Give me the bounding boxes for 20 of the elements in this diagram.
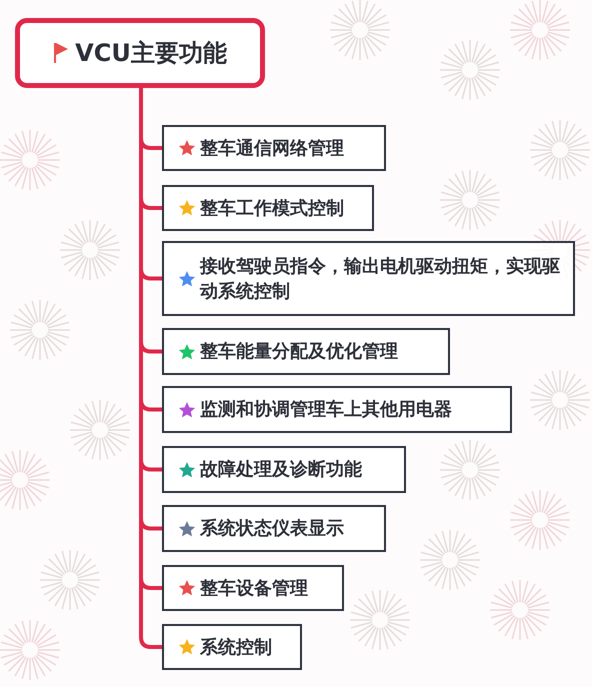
function-box (162, 386, 512, 433)
function-box (162, 185, 374, 231)
function-text: 整车设备管理 (200, 576, 308, 600)
function-box (162, 565, 344, 611)
function-text: 监测和协调管理车上其他用电器 (200, 398, 452, 422)
function-box (162, 446, 406, 493)
function-box (162, 505, 386, 552)
function-text: 整车通信网络管理 (200, 136, 344, 160)
title-text: VCU主要功能 (75, 38, 227, 69)
function-box (162, 328, 450, 375)
function-text: 系统状态仪表显示 (200, 517, 344, 541)
function-text: 接收驾驶员指令，输出电机驱动扭矩，实现驱动系统控制 (200, 254, 561, 304)
function-text: 故障处理及诊断功能 (200, 458, 362, 482)
function-box (162, 624, 302, 670)
function-box (162, 241, 575, 316)
function-text: 整车工作模式控制 (200, 196, 344, 220)
root-box (15, 18, 265, 88)
function-text: 系统控制 (200, 636, 272, 660)
function-text: 整车能量分配及优化管理 (200, 340, 398, 364)
function-box (162, 125, 386, 171)
